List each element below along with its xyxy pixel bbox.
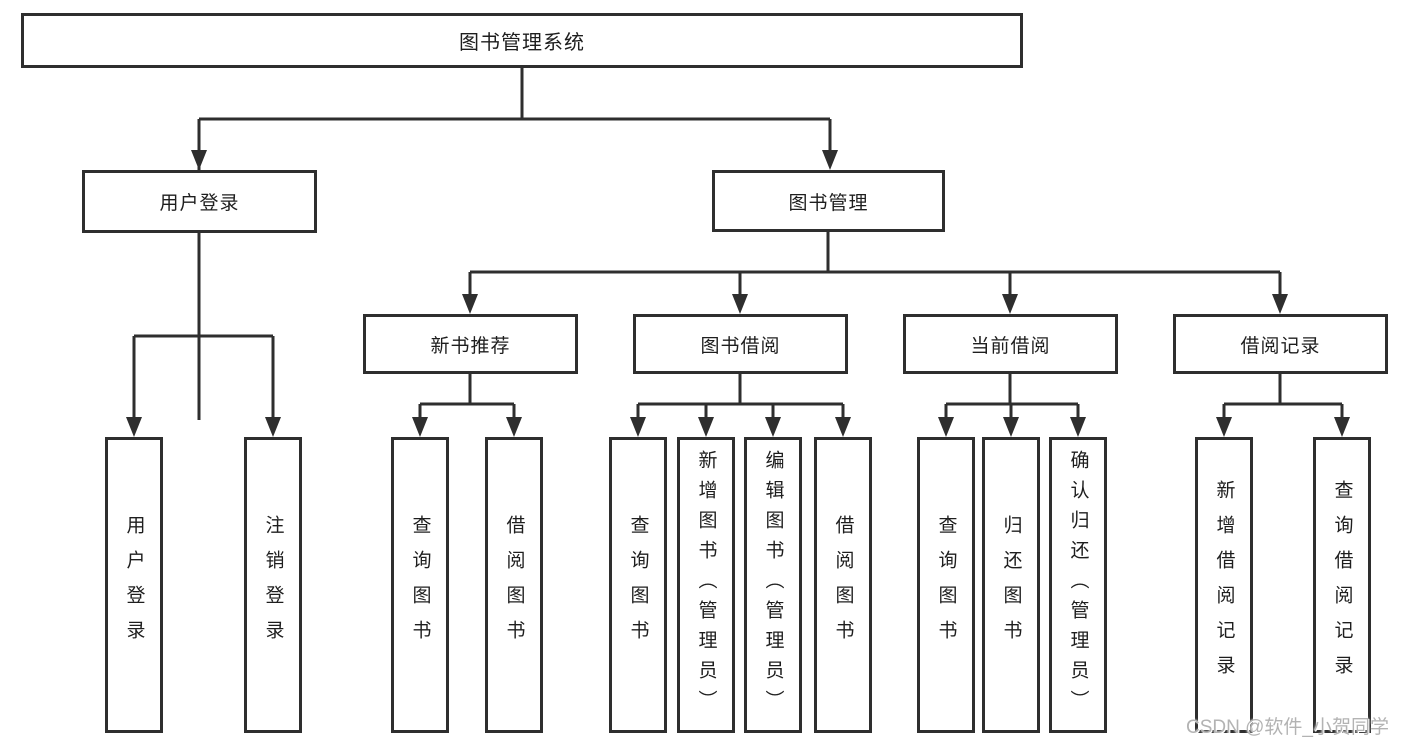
arrowhead bbox=[1002, 294, 1018, 314]
arrowhead bbox=[1070, 417, 1086, 437]
node-label: 图书借阅 bbox=[700, 335, 781, 357]
node-bb-query-book: 查询图书 bbox=[609, 437, 667, 733]
node-label: 用户登录 bbox=[159, 193, 240, 214]
node-bb-borrow-book: 借阅图书 bbox=[814, 437, 872, 733]
arrowhead bbox=[938, 417, 954, 437]
node-br-add-record: 新增借阅记录 bbox=[1195, 437, 1253, 733]
node-book-borrowing: 图书借阅 bbox=[633, 314, 848, 374]
node-label: 查询图书 bbox=[935, 515, 957, 655]
node-label: 查询图书 bbox=[409, 515, 431, 655]
arrowhead bbox=[265, 417, 281, 437]
arrowhead bbox=[698, 417, 714, 437]
arrowhead bbox=[1216, 417, 1232, 437]
arrowhead bbox=[822, 150, 838, 170]
node-label: 查询图书 bbox=[627, 515, 649, 655]
node-label: 图书管理 bbox=[788, 192, 869, 214]
arrowhead bbox=[1334, 417, 1350, 437]
arrowhead bbox=[506, 417, 522, 437]
node-br-query-record: 查询借阅记录 bbox=[1313, 437, 1371, 733]
node-label: 借阅图书 bbox=[503, 515, 525, 655]
node-rec-query-book: 查询图书 bbox=[391, 437, 449, 733]
arrowhead bbox=[732, 294, 748, 314]
node-cb-query-book: 查询图书 bbox=[917, 437, 975, 733]
node-label: 归还图书 bbox=[1000, 515, 1022, 655]
node-cb-return-book: 归还图书 bbox=[982, 437, 1040, 733]
node-label: 用户登录 bbox=[123, 515, 145, 655]
arrowheads bbox=[126, 150, 1350, 437]
arrowhead bbox=[630, 417, 646, 437]
node-label: 注销登录 bbox=[262, 515, 284, 655]
node-label: 新书推荐 bbox=[430, 335, 511, 357]
node-label: 查询借阅记录 bbox=[1331, 480, 1353, 690]
node-new-book-recommendation: 新书推荐 bbox=[363, 314, 578, 374]
arrowhead bbox=[412, 417, 428, 437]
node-borrowing-records: 借阅记录 bbox=[1173, 314, 1388, 374]
node-label: 图书管理系统 bbox=[459, 32, 585, 54]
node-user-login-leaf: 用户登录 bbox=[105, 437, 163, 733]
node-bb-add-book-admin: 新增图书（管理员） bbox=[677, 437, 735, 733]
arrowhead bbox=[126, 417, 142, 437]
node-rec-borrow-book: 借阅图书 bbox=[485, 437, 543, 733]
node-bb-edit-book-admin: 编辑图书（管理员） bbox=[744, 437, 802, 733]
node-book-management: 图书管理 bbox=[712, 170, 945, 232]
node-label: 新增借阅记录 bbox=[1213, 480, 1235, 690]
arrowhead bbox=[191, 150, 207, 170]
node-label: 借阅记录 bbox=[1240, 335, 1321, 357]
node-logout: 注销登录 bbox=[244, 437, 302, 733]
node-label: 当前借阅 bbox=[970, 335, 1051, 357]
node-library-management-system: 图书管理系统 bbox=[21, 13, 1023, 68]
arrowhead bbox=[462, 294, 478, 314]
arrowhead bbox=[765, 417, 781, 437]
node-current-borrowing: 当前借阅 bbox=[903, 314, 1118, 374]
arrowhead bbox=[1272, 294, 1288, 314]
csdn-watermark: CSDN @软件_小贺同学 bbox=[1186, 717, 1389, 738]
arrowhead bbox=[1003, 417, 1019, 437]
arrowhead bbox=[835, 417, 851, 437]
tree-edges bbox=[132, 68, 1344, 420]
node-label: 编辑图书（管理员） bbox=[762, 450, 784, 720]
node-label: 确认归还（管理员） bbox=[1067, 450, 1089, 720]
node-label: 新增图书（管理员） bbox=[695, 450, 717, 720]
node-label: 借阅图书 bbox=[832, 515, 854, 655]
node-cb-confirm-return-admin: 确认归还（管理员） bbox=[1049, 437, 1107, 733]
node-user-login: 用户登录 bbox=[82, 170, 317, 233]
